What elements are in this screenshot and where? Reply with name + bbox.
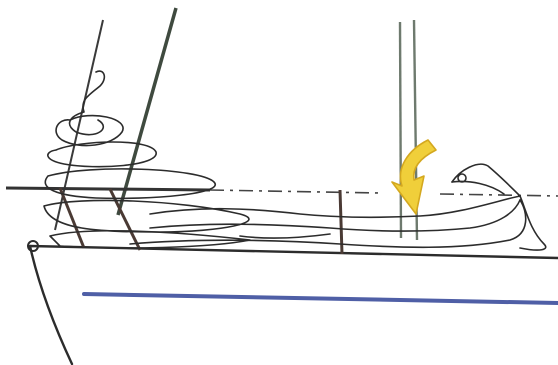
mast-left-line	[400, 22, 401, 238]
flaked-sail	[44, 71, 546, 250]
lifeline-rail-aft	[440, 194, 558, 196]
curved-arrow-icon	[392, 140, 436, 214]
sail-clew-fold	[452, 182, 504, 195]
sail-coil-base	[44, 200, 249, 232]
hull-outline	[30, 246, 558, 364]
lifeline-rail-dashed	[210, 190, 380, 193]
sail-body-top	[150, 196, 520, 217]
arrow-body	[392, 140, 436, 214]
hull	[28, 241, 558, 364]
sail-body-lower-fold	[240, 234, 330, 238]
sail-body-middle	[150, 200, 520, 231]
forestay-inner	[118, 8, 176, 215]
sail-coil-middle	[48, 142, 156, 167]
sail-coil-upper	[56, 116, 123, 146]
hull-stripe	[84, 294, 558, 303]
lifeline-rail	[6, 188, 210, 190]
sail-body-bottom	[130, 200, 526, 247]
sail-coil-head	[70, 71, 105, 135]
